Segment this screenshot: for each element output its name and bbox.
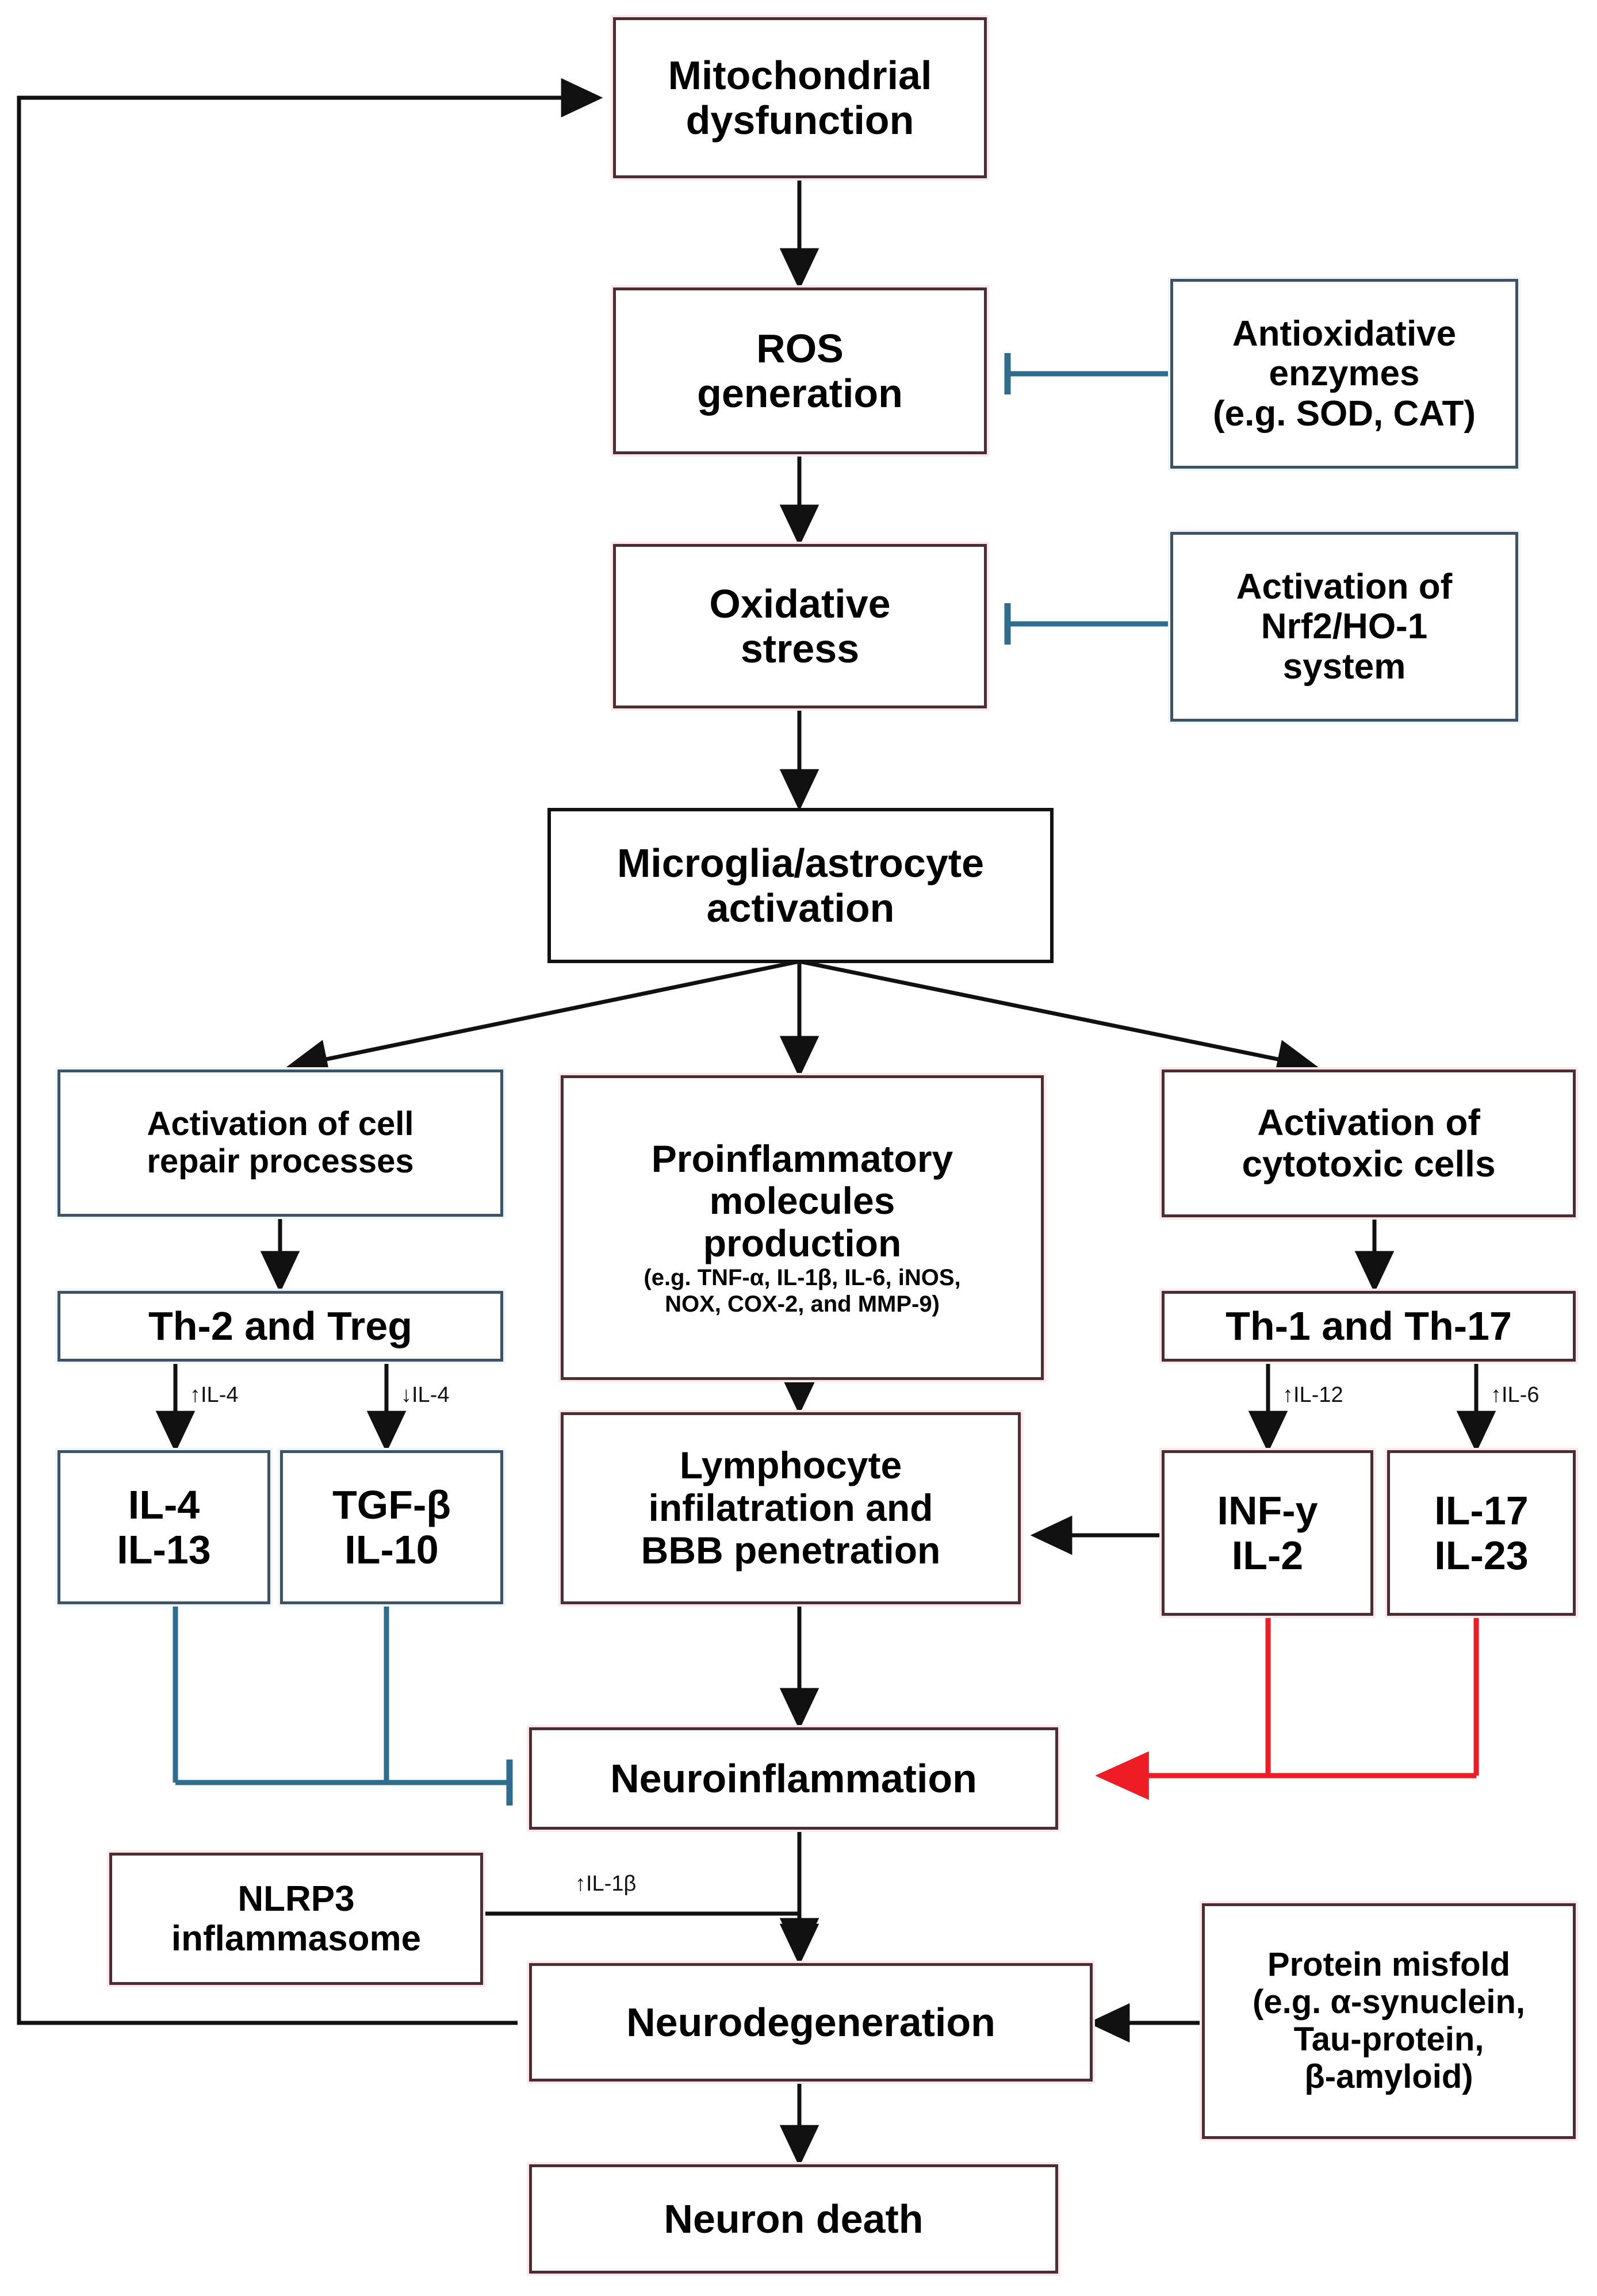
node-line: Th-1 and Th-17 (1225, 1304, 1512, 1349)
node-line: (e.g. α-synuclein, (1253, 1983, 1525, 2021)
node-infy-il2[interactable]: INF-y IL-2 (1162, 1450, 1373, 1616)
node-il17-il23[interactable]: IL-17 IL-23 (1387, 1450, 1576, 1616)
node-line: Antioxidative (1232, 313, 1457, 354)
edge-nlrp3-to-neurodegeneration (483, 1911, 819, 1960)
node-neuroinflammation[interactable]: Neuroinflammation (529, 1727, 1058, 1830)
node-oxidative-stress[interactable]: Oxidative stress (613, 544, 987, 708)
node-neuron-death[interactable]: Neuron death (529, 2164, 1058, 2274)
node-line: Lymphocyte (679, 1444, 902, 1487)
node-line: infilatration and (648, 1486, 933, 1530)
node-line: system (1282, 646, 1406, 687)
edge-cytokines-activate-neuroinflammation (1095, 1616, 1479, 1800)
node-line: Neuron death (664, 2196, 924, 2241)
node-nlrp3-inflammasome[interactable]: NLRP3 inflammasome (109, 1853, 483, 1985)
edge-neurodegeneration-to-mitochondrial (17, 78, 603, 2025)
node-line: molecules (709, 1179, 895, 1222)
node-line: generation (697, 371, 903, 416)
edge-antiinflammatory-inhibits-neuroinflammation (173, 1604, 513, 1806)
node-antioxidative-enzymes[interactable]: Antioxidative enzymes (e.g. SOD, CAT) (1170, 279, 1518, 469)
node-line: IL-23 (1434, 1533, 1529, 1578)
node-nrf2-activation[interactable]: Activation of Nrf2/HO-1 system (1170, 532, 1518, 722)
node-line: β-amyloid) (1304, 2057, 1473, 2095)
node-line: Microglia/astrocyte (617, 840, 984, 886)
node-line: Mitochondrial (668, 52, 932, 98)
node-line: BBB penetration (641, 1528, 941, 1571)
node-line: IL-2 (1231, 1533, 1304, 1578)
node-ros-generation[interactable]: ROS generation (613, 288, 987, 454)
node-line: cytotoxic cells (1242, 1143, 1496, 1185)
node-cell-repair-activation[interactable]: Activation of cell repair processes (58, 1070, 503, 1217)
node-line: IL-4 (128, 1482, 200, 1527)
node-line: activation (706, 886, 895, 930)
node-proinflammatory-production[interactable]: Proinflammatory molecules production (e.… (561, 1075, 1044, 1380)
edge-label-il6-up: ↑IL-6 (1491, 1383, 1539, 1407)
edge-antioxidative-inhibits-ros (1004, 353, 1170, 394)
node-line: Neurodegeneration (626, 1999, 995, 2045)
node-line: Activation of cell (147, 1105, 414, 1143)
node-line: inflammasome (171, 1919, 422, 1958)
node-line: repair processes (147, 1143, 414, 1180)
edge-label-il12-up: ↑IL-12 (1282, 1383, 1343, 1407)
node-lymphocyte-infiltration[interactable]: Lymphocyte infilatration and BBB penetra… (561, 1412, 1021, 1604)
node-line: IL-10 (344, 1527, 439, 1572)
node-line: Proinflammatory (651, 1137, 953, 1180)
node-line: Tau-protein, (1293, 2021, 1484, 2058)
node-neurodegeneration[interactable]: Neurodegeneration (529, 1963, 1093, 2082)
node-subline: (e.g. TNF-α, IL-1β, IL-6, iNOS, (644, 1265, 961, 1291)
node-mitochondrial-dysfunction[interactable]: Mitochondrial dysfunction (613, 17, 987, 178)
node-line: IL-13 (117, 1527, 211, 1572)
node-line: Activation of (1236, 566, 1453, 607)
node-line: production (703, 1222, 902, 1265)
node-subline: NOX, COX-2, and MMP-9) (665, 1291, 940, 1317)
node-line: enzymes (1269, 354, 1420, 394)
node-line: dysfunction (685, 98, 914, 143)
node-line: INF-y (1217, 1488, 1318, 1533)
node-tgfb-il10[interactable]: TGF-β IL-10 (280, 1450, 503, 1604)
edge-nrf2-inhibits-oxidative (1004, 603, 1170, 645)
node-th1-th17[interactable]: Th-1 and Th-17 (1162, 1291, 1576, 1362)
node-line: ROS (756, 325, 844, 371)
node-th2-treg[interactable]: Th-2 and Treg (58, 1291, 503, 1362)
node-line: Protein misfold (1267, 1946, 1511, 1984)
node-line: IL-17 (1434, 1488, 1529, 1533)
node-line: Th-2 and Treg (148, 1304, 412, 1349)
edge-label-il4-up: ↑IL-4 (190, 1383, 239, 1407)
node-microglia-astrocyte-activation[interactable]: Microglia/astrocyte activation (547, 808, 1054, 963)
node-line: NLRP3 (238, 1879, 355, 1919)
node-line: Oxidative (709, 581, 891, 626)
node-cytotoxic-activation[interactable]: Activation of cytotoxic cells (1162, 1070, 1576, 1217)
edge-microglia-to-cell-repair (285, 959, 800, 1079)
edge-label-il1b-up: ↑IL-1β (575, 1872, 637, 1896)
node-il4-il13[interactable]: IL-4 IL-13 (58, 1450, 270, 1604)
node-protein-misfold[interactable]: Protein misfold (e.g. α-synuclein, Tau-p… (1202, 1903, 1576, 2139)
edge-label-il4-down: ↓IL-4 (401, 1383, 450, 1407)
node-line: Nrf2/HO-1 (1261, 607, 1428, 647)
node-line: TGF-β (332, 1482, 451, 1527)
node-line: Activation of (1257, 1101, 1480, 1143)
node-line: Neuroinflammation (610, 1755, 977, 1801)
edge-microglia-to-cytotoxic (799, 959, 1319, 1079)
node-line: (e.g. SOD, CAT) (1213, 393, 1476, 434)
node-line: stress (740, 626, 860, 671)
